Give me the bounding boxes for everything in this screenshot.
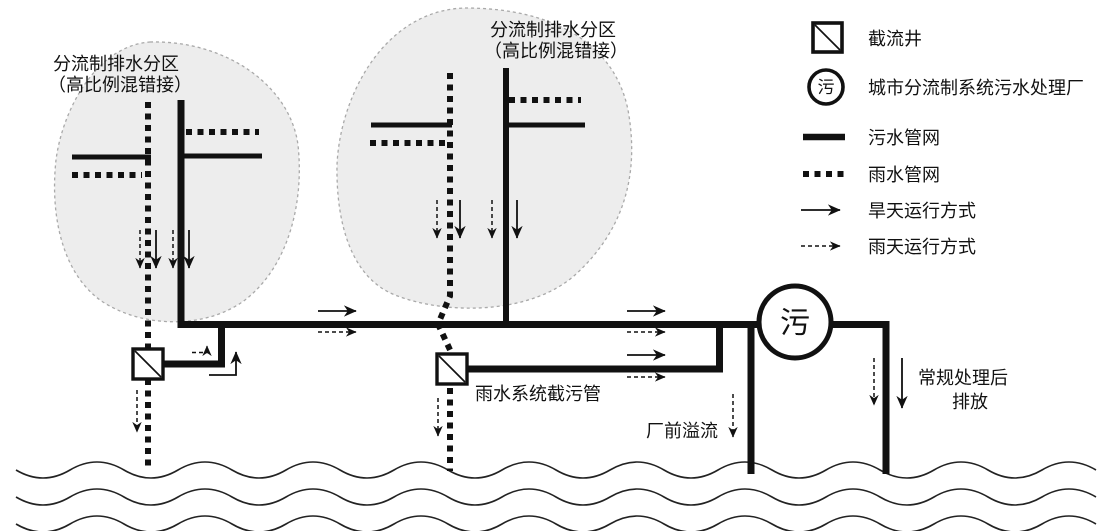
- storm-pipe-zone2-upper: [434, 73, 454, 354]
- storm-interceptor-pipe-label: 雨水系统截污管: [475, 384, 601, 404]
- interceptor-well-1: [131, 347, 165, 381]
- legend-label-dry-weather: 旱天运行方式: [868, 201, 976, 221]
- zone-2-subtitle: （高比例混错接）: [484, 41, 628, 61]
- legend-label-storm-pipe: 雨水管网: [868, 165, 940, 185]
- wet-flow-arrow-well1-lift: [192, 345, 212, 357]
- legend-label-interceptor-well: 截流井: [868, 29, 922, 49]
- treatment-plant-symbol: 污: [780, 307, 810, 340]
- legend-label-wet-weather: 雨天运行方式: [868, 237, 976, 257]
- treatment-plant-icon: 污: [807, 68, 845, 106]
- interceptor-well-2: [435, 352, 469, 386]
- interceptor-well-icon: [811, 21, 844, 54]
- zone-2-title: 分流制排水分区: [490, 20, 616, 40]
- storm-interceptor-pipe: [467, 321, 723, 373]
- discharge-label-line1: 常规处理后: [918, 368, 1008, 388]
- treatment-plant-circle: [756, 283, 834, 361]
- legend: 截流井 污 城市分流制系统污水处理厂 污水管网 雨水管网 旱天运行方式 雨天运行…: [801, 21, 1084, 257]
- main-sewage-trunk: [177, 100, 890, 474]
- zone-1-title: 分流制排水分区: [53, 54, 179, 74]
- river-wave-3: [15, 515, 1097, 531]
- plant-front-overflow-label: 厂前溢流: [646, 421, 718, 441]
- drainage-zone-2-blob: [336, 7, 633, 309]
- well1-connector-pipe: [163, 321, 225, 368]
- dry-flow-arrow-well1-lift: [209, 351, 242, 376]
- svg-text:污: 污: [818, 78, 835, 97]
- discharge-label-line2: 排放: [952, 392, 988, 412]
- river-wave-2: [15, 488, 1097, 506]
- legend-label-treatment-plant: 城市分流制系统污水处理厂: [868, 78, 1084, 98]
- river-wave-1: [15, 461, 1097, 479]
- zone-1-subtitle: （高比例混错接）: [48, 75, 192, 95]
- legend-label-sewage-pipe: 污水管网: [868, 128, 940, 148]
